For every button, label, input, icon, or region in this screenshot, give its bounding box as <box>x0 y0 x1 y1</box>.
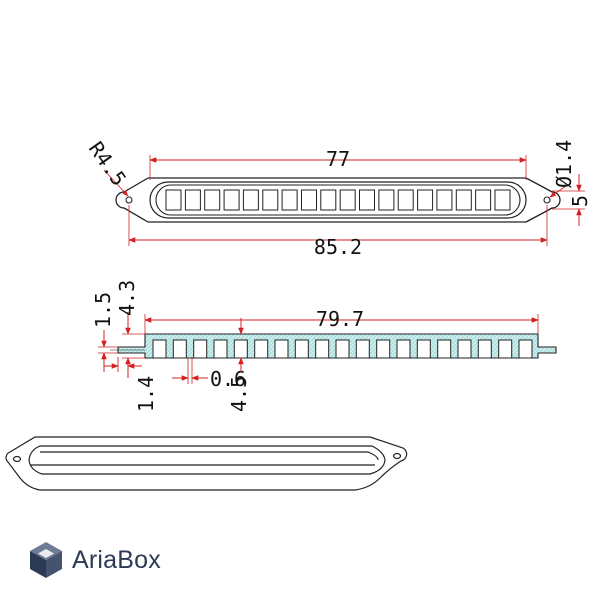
dim-label-hole: Ø1.4 <box>552 140 576 188</box>
rib-grid <box>152 339 533 359</box>
rib-gap <box>233 339 248 359</box>
rib-gap <box>172 339 187 359</box>
rib-gap <box>396 339 411 359</box>
rib-gap <box>355 339 370 359</box>
rib-gap <box>437 339 452 359</box>
slot <box>494 189 511 211</box>
rib-gap <box>274 339 289 359</box>
rib-gap <box>335 339 350 359</box>
dim-label-4-3: 4.3 <box>115 280 139 316</box>
slot <box>184 189 201 211</box>
dim-label-1-5: 1.5 <box>91 292 115 328</box>
dim-label-4-5: 4.5 <box>227 376 251 412</box>
dim-label-5: 5 <box>568 195 592 207</box>
rib-gap <box>315 339 330 359</box>
perspective-inner <box>28 445 386 475</box>
slot <box>301 189 317 211</box>
rib-gap <box>294 339 309 359</box>
rib-gap <box>193 339 208 359</box>
top-view: 77 85.2 R4.5 Ø1.4 5 <box>84 137 592 259</box>
rib-gap <box>152 339 167 359</box>
slot <box>339 189 356 211</box>
perspective-hole-left <box>12 455 22 463</box>
slot <box>378 189 395 211</box>
mounting-hole-right <box>543 196 551 204</box>
slot <box>359 189 375 211</box>
dim-label-r4-5: R4.5 <box>84 137 131 190</box>
slot <box>242 189 259 211</box>
rib-gap <box>376 339 391 359</box>
rib-gap <box>498 339 513 359</box>
perspective-view <box>5 436 408 491</box>
rib-gap <box>518 339 533 359</box>
inner-outline-2 <box>155 184 521 216</box>
slot <box>475 189 492 211</box>
rib-gap <box>457 339 472 359</box>
inner-outline <box>149 181 527 219</box>
mounting-hole-left <box>125 196 133 204</box>
perspective-inner-2 <box>40 451 379 461</box>
rib-gap <box>416 339 431 359</box>
rib-gap <box>254 339 269 359</box>
leader-hole <box>549 185 567 198</box>
slot <box>455 189 472 211</box>
slot <box>417 189 434 211</box>
slot <box>397 189 414 211</box>
cube-logo-icon <box>30 542 62 578</box>
perspective-outline <box>5 436 408 491</box>
slot <box>281 189 298 211</box>
leader-r4-5 <box>103 169 129 197</box>
slot <box>320 189 337 211</box>
section-view: 79.7 1.5 4.3 1.4 0.6 4.5 <box>91 280 557 412</box>
dim-label-1-4: 1.4 <box>134 376 158 412</box>
slot <box>262 189 279 211</box>
slot <box>204 189 221 211</box>
rib-gap <box>477 339 492 359</box>
rib-gap <box>213 339 228 359</box>
slot <box>165 189 182 211</box>
slot-grid <box>165 189 511 211</box>
dim-label-77: 77 <box>326 147 350 171</box>
slot <box>436 189 453 211</box>
slot <box>223 189 240 211</box>
perspective-hole-right <box>392 452 402 460</box>
dim-label-79-7: 79.7 <box>316 307 364 331</box>
brand-logo: AriaBox <box>28 540 161 580</box>
dim-label-0-6: 0.6 <box>210 367 246 391</box>
dim-label-85-2: 85.2 <box>314 235 362 259</box>
brand-name: AriaBox <box>72 545 161 574</box>
